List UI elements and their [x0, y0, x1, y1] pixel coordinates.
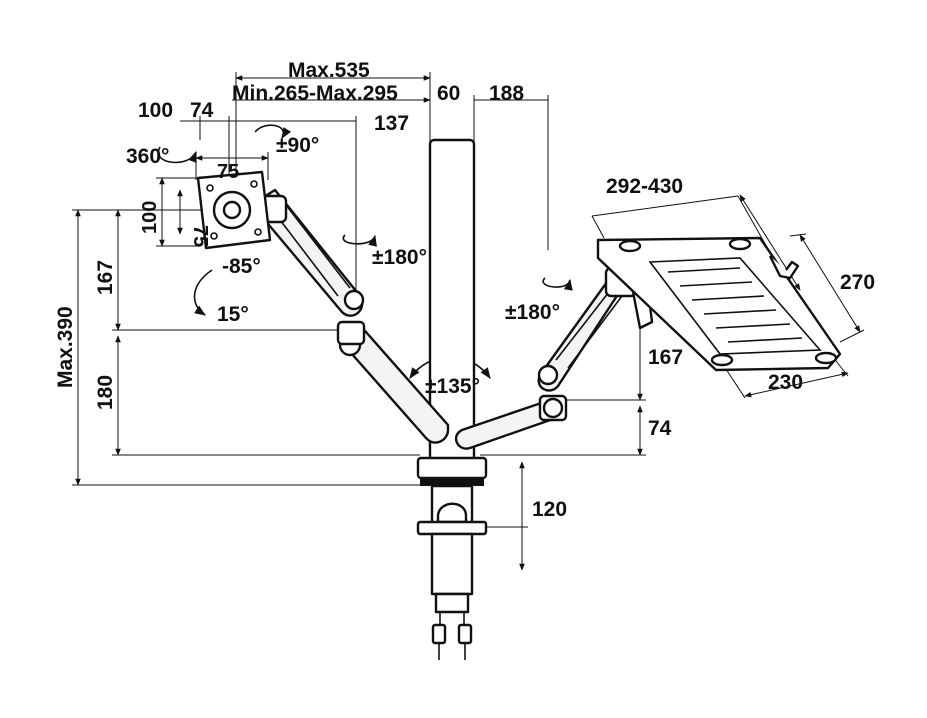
label-tilt-pos: 15°	[217, 303, 249, 326]
label-max-reach: Max.535	[288, 59, 370, 82]
label-rot90: ±90°	[276, 134, 319, 157]
pole-base-top	[416, 456, 488, 480]
desk-plate	[420, 478, 484, 486]
label-reach-range: Min.265-Max.295	[232, 82, 398, 105]
label-d74-right: 74	[648, 417, 672, 440]
label-max-height: Max.390	[54, 306, 77, 388]
clamp-knob	[436, 502, 468, 524]
label-vesa-v: 75	[189, 225, 211, 247]
label-rot180-left: ±180°	[372, 246, 427, 269]
tray-side-clip	[768, 255, 800, 280]
label-d167-right: 167	[648, 346, 683, 369]
label-d74-top: 74	[190, 99, 214, 122]
tray-vent-slots	[667, 267, 803, 343]
label-d188: 188	[489, 82, 524, 105]
label-rot135: ±135°	[425, 375, 480, 398]
label-tray-inner: 230	[768, 371, 803, 394]
label-tray-depth: 270	[840, 271, 875, 294]
label-d137: 137	[374, 112, 409, 135]
vesa-plate	[196, 170, 272, 250]
label-d60: 60	[437, 82, 460, 105]
usb-plug-left	[431, 623, 447, 645]
pole-and-clamp	[416, 138, 488, 660]
label-d100-side: 100	[139, 201, 161, 234]
right-upper-arm	[537, 273, 628, 392]
right-arm	[454, 266, 654, 450]
tray-vent-area	[648, 257, 822, 355]
label-d167-left: 167	[94, 260, 117, 295]
label-vesa-h: 75	[217, 161, 239, 183]
dimension-labels: Max.535 Min.265-Max.295 60 188 100 74 13…	[54, 59, 875, 521]
usb-plug-right	[457, 623, 473, 645]
laptop-tray	[596, 236, 842, 372]
clamp-bottom	[434, 592, 470, 614]
clamp-screw-housing	[430, 532, 474, 596]
label-rot180-right: ±180°	[505, 301, 560, 324]
clamp-jaw	[416, 520, 488, 536]
left-elbow	[336, 320, 366, 346]
left-arm	[254, 188, 450, 444]
label-d100-top: 100	[138, 99, 173, 122]
label-d180: 180	[94, 375, 117, 410]
label-clamp: 120	[532, 498, 567, 521]
label-tray-width: 292-430	[606, 175, 683, 198]
label-tilt-neg: -85°	[222, 255, 261, 278]
label-rot360: 360°	[126, 145, 169, 168]
